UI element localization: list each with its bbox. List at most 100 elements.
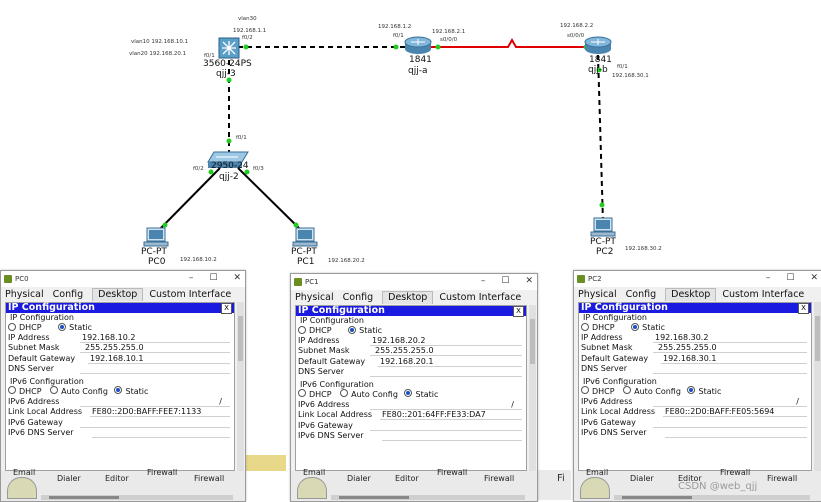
email-label[interactable]: Email — [303, 468, 326, 477]
default-gateway-label: Default Gateway — [298, 356, 366, 366]
dialer-label[interactable]: Dialer — [630, 474, 654, 483]
link-local-field[interactable]: FE80::201:64FF:FE33:DA7 — [382, 410, 486, 420]
pc-desktop-gauge-icon[interactable] — [580, 477, 610, 499]
pc-window-pc1[interactable]: PC1 – ☐ ✕ Physical Config Desktop Custom… — [290, 273, 538, 502]
ipv6-static-radio[interactable] — [114, 386, 123, 395]
firewall-label[interactable]: Firewall — [437, 468, 468, 477]
editor-label[interactable]: Editor — [395, 474, 419, 483]
horizontal-scrollbar[interactable] — [614, 495, 810, 500]
ipv6-dhcp-radio[interactable] — [8, 386, 16, 395]
ip-address-field[interactable]: 192.168.20.2 — [372, 336, 426, 346]
scroll-thumb[interactable] — [815, 316, 820, 361]
link-local-field[interactable]: FE80::2D0:BAFF:FEE7:1133 — [92, 407, 202, 417]
minimize-icon[interactable]: – — [188, 273, 194, 283]
pc-app-icon — [577, 275, 585, 283]
firewall-label-2[interactable]: Firewall — [194, 474, 225, 483]
default-gateway-field[interactable]: 192.168.20.1 — [380, 356, 434, 366]
window-titlebar[interactable]: PC1 – ☐ ✕ — [291, 274, 537, 290]
ipv6-static-radio[interactable] — [687, 386, 696, 395]
vertical-scrollbar[interactable] — [529, 305, 536, 471]
ipv4-section-label: IP Configuration — [300, 316, 364, 325]
ip-address-field[interactable]: 192.168.10.2 — [82, 333, 136, 343]
window-titlebar[interactable]: PC0 – ☐ ✕ — [1, 271, 245, 287]
email-label[interactable]: Email — [13, 468, 36, 477]
maximize-icon[interactable]: ☐ — [209, 273, 218, 283]
window-titlebar[interactable]: PC2 – ☐ ✕ — [574, 271, 821, 287]
ipv6-section-label: IPv6 Configuration — [10, 376, 84, 386]
maximize-icon[interactable]: ☐ — [501, 276, 510, 286]
auto-config-label: Auto Config — [351, 389, 398, 399]
tab-desktop[interactable]: Desktop — [92, 288, 144, 301]
subnet-mask-field[interactable]: 255.255.255.0 — [375, 346, 434, 356]
firewall-label[interactable]: Firewall — [147, 468, 178, 477]
default-gateway-field[interactable]: 192.168.30.1 — [663, 353, 717, 363]
label-ra-s000: s0/0/0 — [440, 37, 458, 43]
static-radio[interactable] — [348, 325, 357, 334]
horizontal-scrollbar[interactable] — [41, 495, 233, 500]
pc-desktop-gauge-icon[interactable] — [297, 477, 327, 499]
dialer-label[interactable]: Dialer — [57, 474, 81, 483]
vertical-scrollbar[interactable] — [814, 302, 821, 471]
firewall-label[interactable]: Firewall — [720, 468, 751, 477]
ipv6-gateway-row: IPv6 Gateway — [579, 418, 811, 428]
static-radio[interactable] — [631, 322, 640, 331]
pc-window-pc2[interactable]: PC2 – ☐ ✕ Physical Config Desktop Custom… — [573, 270, 821, 502]
ip-config-close-button[interactable]: X — [221, 303, 232, 314]
horizontal-scrollbar[interactable] — [331, 495, 525, 500]
subnet-mask-field[interactable]: 255.255.255.0 — [658, 343, 717, 353]
scroll-thumb[interactable] — [238, 316, 243, 361]
pc1-name: PC1 — [297, 257, 315, 267]
dialer-label[interactable]: Dialer — [347, 474, 371, 483]
ip-config-panel: IP Configuration X IP Configuration DHCP… — [578, 302, 812, 471]
tab-custom-interface[interactable]: Custom Interface — [722, 289, 805, 300]
scroll-thumb[interactable] — [530, 319, 535, 364]
static-label: Static — [69, 323, 93, 332]
tab-physical[interactable]: Physical — [5, 289, 44, 300]
ipv6-dhcp-radio[interactable] — [298, 389, 306, 398]
tab-physical[interactable]: Physical — [295, 292, 334, 303]
tab-config[interactable]: Config — [52, 289, 84, 300]
auto-config-radio[interactable] — [50, 386, 59, 395]
maximize-icon[interactable]: ☐ — [786, 273, 795, 283]
subnet-mask-field[interactable]: 255.255.255.0 — [85, 343, 144, 353]
tab-config[interactable]: Config — [342, 292, 374, 303]
tab-physical[interactable]: Physical — [578, 289, 617, 300]
firewall-label-2[interactable]: Firewall — [767, 474, 798, 483]
window-title: PC0 — [15, 275, 29, 283]
dhcp-radio[interactable] — [298, 325, 306, 334]
dhcp-radio[interactable] — [8, 322, 16, 331]
ip-address-field[interactable]: 192.168.30.2 — [655, 333, 709, 343]
label-vlan20: vlan20 192.168.20.1 — [129, 51, 187, 57]
minimize-icon[interactable]: – — [765, 273, 771, 283]
static-radio[interactable] — [58, 322, 67, 331]
ipv6-static-radio[interactable] — [404, 389, 413, 398]
tab-desktop[interactable]: Desktop — [665, 288, 717, 301]
minimize-icon[interactable]: – — [480, 276, 486, 286]
editor-label[interactable]: Editor — [105, 474, 129, 483]
ip-config-close-button[interactable]: X — [798, 303, 809, 314]
tab-config[interactable]: Config — [625, 289, 657, 300]
email-label[interactable]: Email — [586, 468, 609, 477]
dhcp-radio[interactable] — [581, 322, 589, 331]
ipv6-section-label: IPv6 Configuration — [300, 379, 374, 389]
default-gateway-field[interactable]: 192.168.10.1 — [90, 353, 144, 363]
editor-label[interactable]: Editor — [678, 474, 702, 483]
router-b-name: qjj-b — [588, 65, 608, 75]
pc-window-pc0[interactable]: PC0 – ☐ ✕ Physical Config Desktop Custom… — [0, 270, 246, 502]
ip-config-close-button[interactable]: X — [513, 306, 524, 317]
ipv6-dhcp-radio[interactable] — [581, 386, 589, 395]
tab-custom-interface[interactable]: Custom Interface — [149, 289, 232, 300]
topology-canvas[interactable]: 3560-24PS qjj-3 1841 qjj-a 1841 qjj-b 29… — [0, 0, 821, 270]
close-icon[interactable]: ✕ — [525, 276, 533, 286]
tab-desktop[interactable]: Desktop — [382, 291, 434, 304]
close-icon[interactable]: ✕ — [233, 273, 241, 283]
pc-desktop-gauge-icon[interactable] — [7, 477, 37, 499]
close-icon[interactable]: ✕ — [810, 273, 818, 283]
vertical-scrollbar[interactable] — [237, 302, 244, 471]
link-local-field[interactable]: FE80::2D0:BAFF:FE05:5694 — [665, 407, 775, 417]
auto-config-radio[interactable] — [623, 386, 632, 395]
auto-config-radio[interactable] — [340, 389, 349, 398]
firewall-label-2[interactable]: Firewall — [484, 474, 515, 483]
tab-custom-interface[interactable]: Custom Interface — [439, 292, 522, 303]
